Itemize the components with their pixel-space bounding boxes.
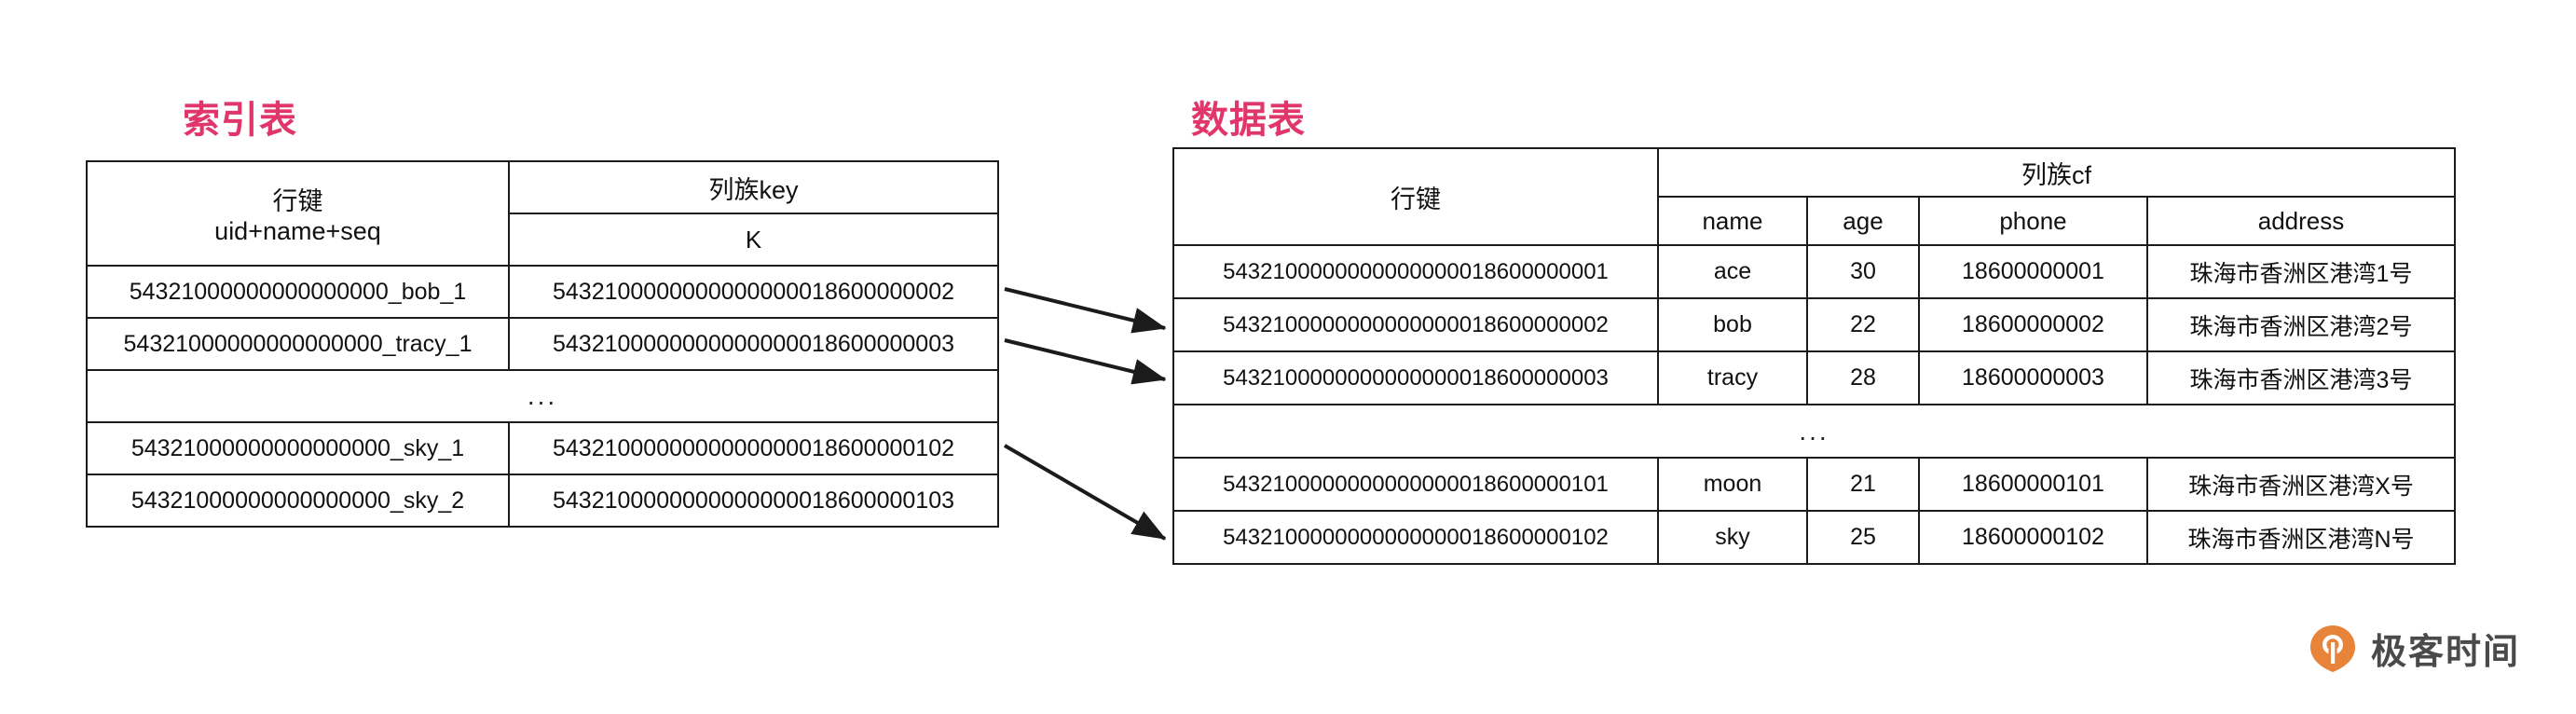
table-row: 54321000000000000000_sky_1 5432100000000… [86,421,999,475]
data-phone-cell: 18600000002 [1918,297,2148,352]
index-header-colfamily: 列族key [508,160,999,214]
index-value-cell: 5432100000000000000018600000103 [508,474,999,528]
table-row: 5432100000000000000018600000003 tracy 28… [1172,350,2456,405]
brand-logo: 极客时间 [2308,623,2520,674]
table-row: 54321000000000000000_sky_2 5432100000000… [86,474,999,528]
index-table: 行键 uid+name+seq 列族key K 5432100000000000… [86,160,999,528]
index-rowkey-cell: 54321000000000000000_sky_2 [86,474,510,528]
index-header-rowkey-line2: uid+name+seq [214,217,381,245]
data-age-cell: 28 [1806,350,1920,405]
data-age-cell: 21 [1806,457,1920,512]
data-header-age: age [1806,196,1920,246]
data-rowkey-cell: 5432100000000000000018600000003 [1172,350,1659,405]
data-phone-cell: 18600000003 [1918,350,2148,405]
data-name-cell: tracy [1657,350,1808,405]
data-header-name: name [1657,196,1808,246]
data-rowkey-cell: 5432100000000000000018600000101 [1172,457,1659,512]
table-row: 54321000000000000000_bob_1 5432100000000… [86,265,999,319]
brand-name: 极客时间 [2371,633,2521,672]
arrow-tracy [1004,338,1167,385]
data-table-ellipsis-row: ... [1172,404,2456,459]
index-rowkey-cell: 54321000000000000000_tracy_1 [86,317,510,371]
data-address-cell: 珠海市香洲区港湾X号 [2146,457,2456,512]
data-address-cell: 珠海市香洲区港湾N号 [2146,510,2456,565]
data-age-cell: 25 [1806,510,1920,565]
arrow-sky [1003,444,1167,541]
index-value-cell: 5432100000000000000018600000002 [508,265,999,319]
data-name-cell: moon [1657,457,1808,512]
geektime-logo-icon [2308,624,2358,674]
data-address-cell: 珠海市香洲区港湾1号 [2146,244,2456,299]
data-name-cell: bob [1657,297,1808,352]
index-rowkey-cell: 54321000000000000000_sky_1 [86,421,510,475]
data-phone-cell: 18600000101 [1918,457,2148,512]
table-row: 5432100000000000000018600000101 moon 21 … [1172,457,2456,512]
data-address-cell: 珠海市香洲区港湾3号 [2146,350,2456,405]
index-header-colfamily-sub: K [508,213,999,267]
table-row: 5432100000000000000018600000002 bob 22 1… [1172,297,2456,352]
data-phone-cell: 18600000001 [1918,244,2148,299]
data-rowkey-cell: 5432100000000000000018600000002 [1172,297,1659,352]
index-header-rowkey-line1: 行键 [272,187,323,215]
data-header-rowkey: 行键 [1172,147,1659,246]
index-table-title: 索引表 [183,100,297,141]
data-table-header-row-2: name age phone address [1173,196,2456,246]
index-table-ellipsis-row: ... [86,369,999,423]
data-ellipsis: ... [1172,404,2456,459]
index-table-header-row-2: K [87,213,999,267]
index-value-cell: 5432100000000000000018600000102 [508,421,999,475]
data-rowkey-cell: 5432100000000000000018600000001 [1172,244,1659,299]
table-row: 5432100000000000000018600000001 ace 30 1… [1172,244,2456,299]
table-row: 5432100000000000000018600000102 sky 25 1… [1172,510,2456,565]
data-name-cell: ace [1657,244,1808,299]
data-header-phone: phone [1918,196,2148,246]
table-row: 54321000000000000000_tracy_1 54321000000… [86,317,999,371]
index-rowkey-cell: 54321000000000000000_bob_1 [86,265,510,319]
data-table: 行键 列族cf name age phone address 543210000… [1172,147,2456,565]
data-address-cell: 珠海市香洲区港湾2号 [2146,297,2456,352]
data-age-cell: 30 [1806,244,1920,299]
data-rowkey-cell: 5432100000000000000018600000102 [1172,510,1659,565]
data-table-header-row-1: 行键 列族cf [1172,147,2456,246]
data-name-cell: sky [1657,510,1808,565]
data-table-title: 数据表 [1191,100,1306,141]
data-header-address: address [2146,196,2456,246]
data-age-cell: 22 [1806,297,1920,352]
data-header-colfamily: 列族cf [1657,147,2456,198]
arrow-bob [1004,287,1167,334]
index-ellipsis: ... [86,369,999,423]
index-table-header-row-1: 行键 uid+name+seq 列族key [86,160,999,267]
index-value-cell: 5432100000000000000018600000003 [508,317,999,371]
data-phone-cell: 18600000102 [1918,510,2148,565]
index-header-rowkey: 行键 uid+name+seq [86,160,510,267]
